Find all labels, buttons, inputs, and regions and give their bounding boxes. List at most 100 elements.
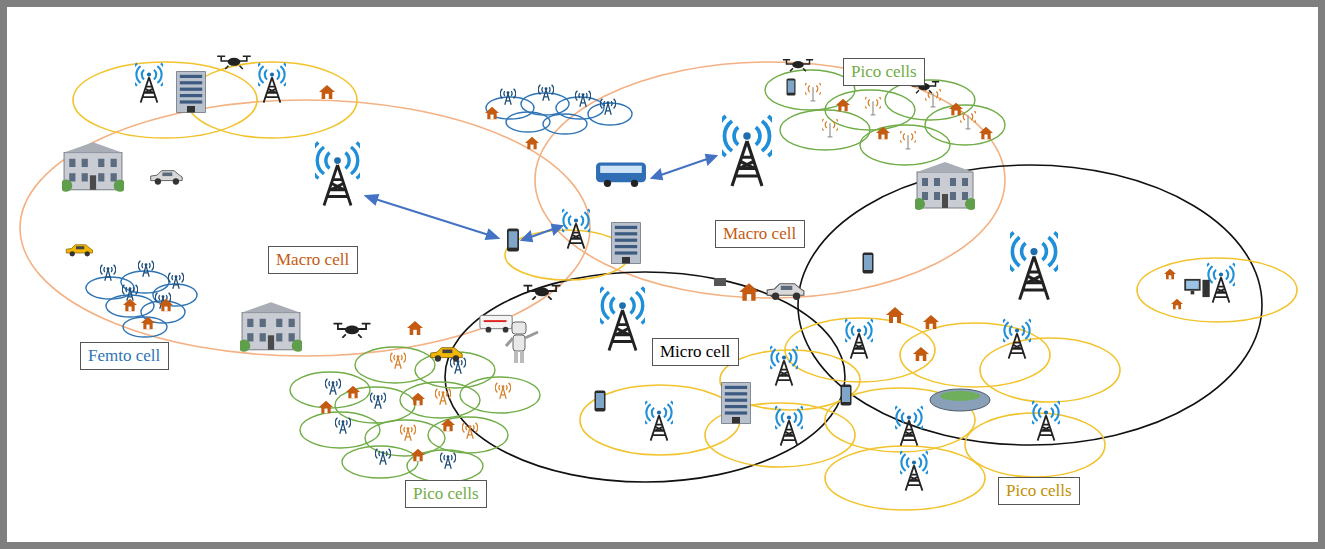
towers <box>595 288 650 351</box>
houses <box>739 283 759 301</box>
green-pico-coverage <box>400 382 480 418</box>
small-cell-antennas <box>864 97 882 115</box>
cell-label-box: Pico cells <box>843 58 925 86</box>
macro-coverage <box>20 62 1005 356</box>
yellow-pico-coverage <box>1137 258 1297 322</box>
towers <box>1029 401 1063 440</box>
small-cell-antennas <box>495 383 511 399</box>
devices <box>1184 279 1209 297</box>
towers <box>892 406 926 445</box>
buildings <box>848 8 912 56</box>
houses <box>159 299 173 311</box>
yellow-pico-coverage <box>580 385 740 455</box>
buildings <box>60 142 126 192</box>
small-cell-antennas <box>370 393 386 409</box>
green-pico-coverage <box>885 80 975 120</box>
small-cell-antennas <box>122 285 138 301</box>
houses <box>525 137 539 149</box>
femto-coverage <box>86 93 632 337</box>
devices <box>514 351 518 363</box>
devices <box>507 229 519 252</box>
houses <box>1164 269 1176 280</box>
cell-label: Femto cell <box>88 345 161 367</box>
cell-label-box: Micro cell <box>652 338 739 366</box>
houses <box>836 99 850 111</box>
femto-coverage <box>588 103 632 125</box>
devices <box>66 56 1209 411</box>
buildings <box>722 383 751 424</box>
frame <box>4 4 1322 546</box>
towers <box>897 451 931 490</box>
houses <box>407 321 423 335</box>
small-cell-antennas <box>325 379 341 395</box>
towers <box>772 406 806 445</box>
green-pico-coverage <box>860 125 950 165</box>
link-arrows <box>366 195 378 204</box>
devices <box>595 391 606 412</box>
small-cell-antennas <box>500 89 516 105</box>
towers <box>767 346 801 385</box>
femto-coverage <box>106 295 154 317</box>
houses <box>411 393 425 405</box>
green-pico-coverage <box>428 417 508 453</box>
houses <box>886 307 904 323</box>
small-cell-antennas <box>821 119 839 137</box>
devices <box>217 56 251 69</box>
cell-label-box: Pico cells <box>998 477 1080 505</box>
small-cell-antennas <box>390 353 406 369</box>
yellow-pico-coverage <box>825 446 985 510</box>
small-cell-antennas <box>575 91 591 107</box>
micro-coverage <box>798 165 1262 445</box>
towers <box>310 143 365 206</box>
buildings <box>913 8 977 56</box>
towers <box>255 63 289 102</box>
small-cell-antennas <box>400 425 416 441</box>
buildings <box>913 162 977 210</box>
link-arrows <box>372 198 492 236</box>
small-cell-antennas <box>375 449 391 465</box>
buildings <box>930 389 990 411</box>
macro-coverage <box>535 62 1005 298</box>
macro-coverage <box>20 100 590 356</box>
buildings <box>238 302 304 352</box>
green-pico-coverage <box>290 372 370 408</box>
green-pico-coverage <box>300 412 380 448</box>
green-pico-coverage <box>825 90 915 130</box>
yellow-pico-coverage <box>505 230 629 280</box>
houses <box>485 107 499 119</box>
houses <box>411 449 425 461</box>
devices <box>714 278 726 286</box>
towers <box>842 319 876 358</box>
yellow-pico-coverage <box>187 62 357 138</box>
houses <box>123 85 1183 461</box>
femto-coverage <box>543 114 587 134</box>
green-pico-coverage <box>780 110 870 150</box>
link-arrows <box>552 225 562 234</box>
devices <box>512 322 526 334</box>
small-cell-antennas <box>435 389 451 405</box>
devices <box>841 385 852 406</box>
cell-label-box: Macro cell <box>715 220 805 248</box>
towers <box>559 209 593 248</box>
houses <box>979 127 993 139</box>
green-pico-coverage <box>460 377 540 413</box>
houses <box>346 386 360 398</box>
yellow-pico-coverage <box>73 62 1297 510</box>
femto-coverage <box>556 97 604 119</box>
houses <box>1171 299 1183 310</box>
devices <box>334 324 371 338</box>
houses <box>913 347 929 361</box>
cell-label: Macro cell <box>276 249 350 271</box>
green-pico-coverage <box>290 70 1005 482</box>
small-cell-antennas <box>440 453 456 469</box>
yellow-pico-coverage <box>73 62 257 138</box>
devices <box>151 171 183 185</box>
small-cell-antennas <box>335 418 351 434</box>
cell-label: Pico cells <box>851 61 917 83</box>
link-arrows <box>658 158 710 176</box>
small-cell-antennas <box>600 99 616 115</box>
cell-label-box: Femto cell <box>80 342 169 370</box>
